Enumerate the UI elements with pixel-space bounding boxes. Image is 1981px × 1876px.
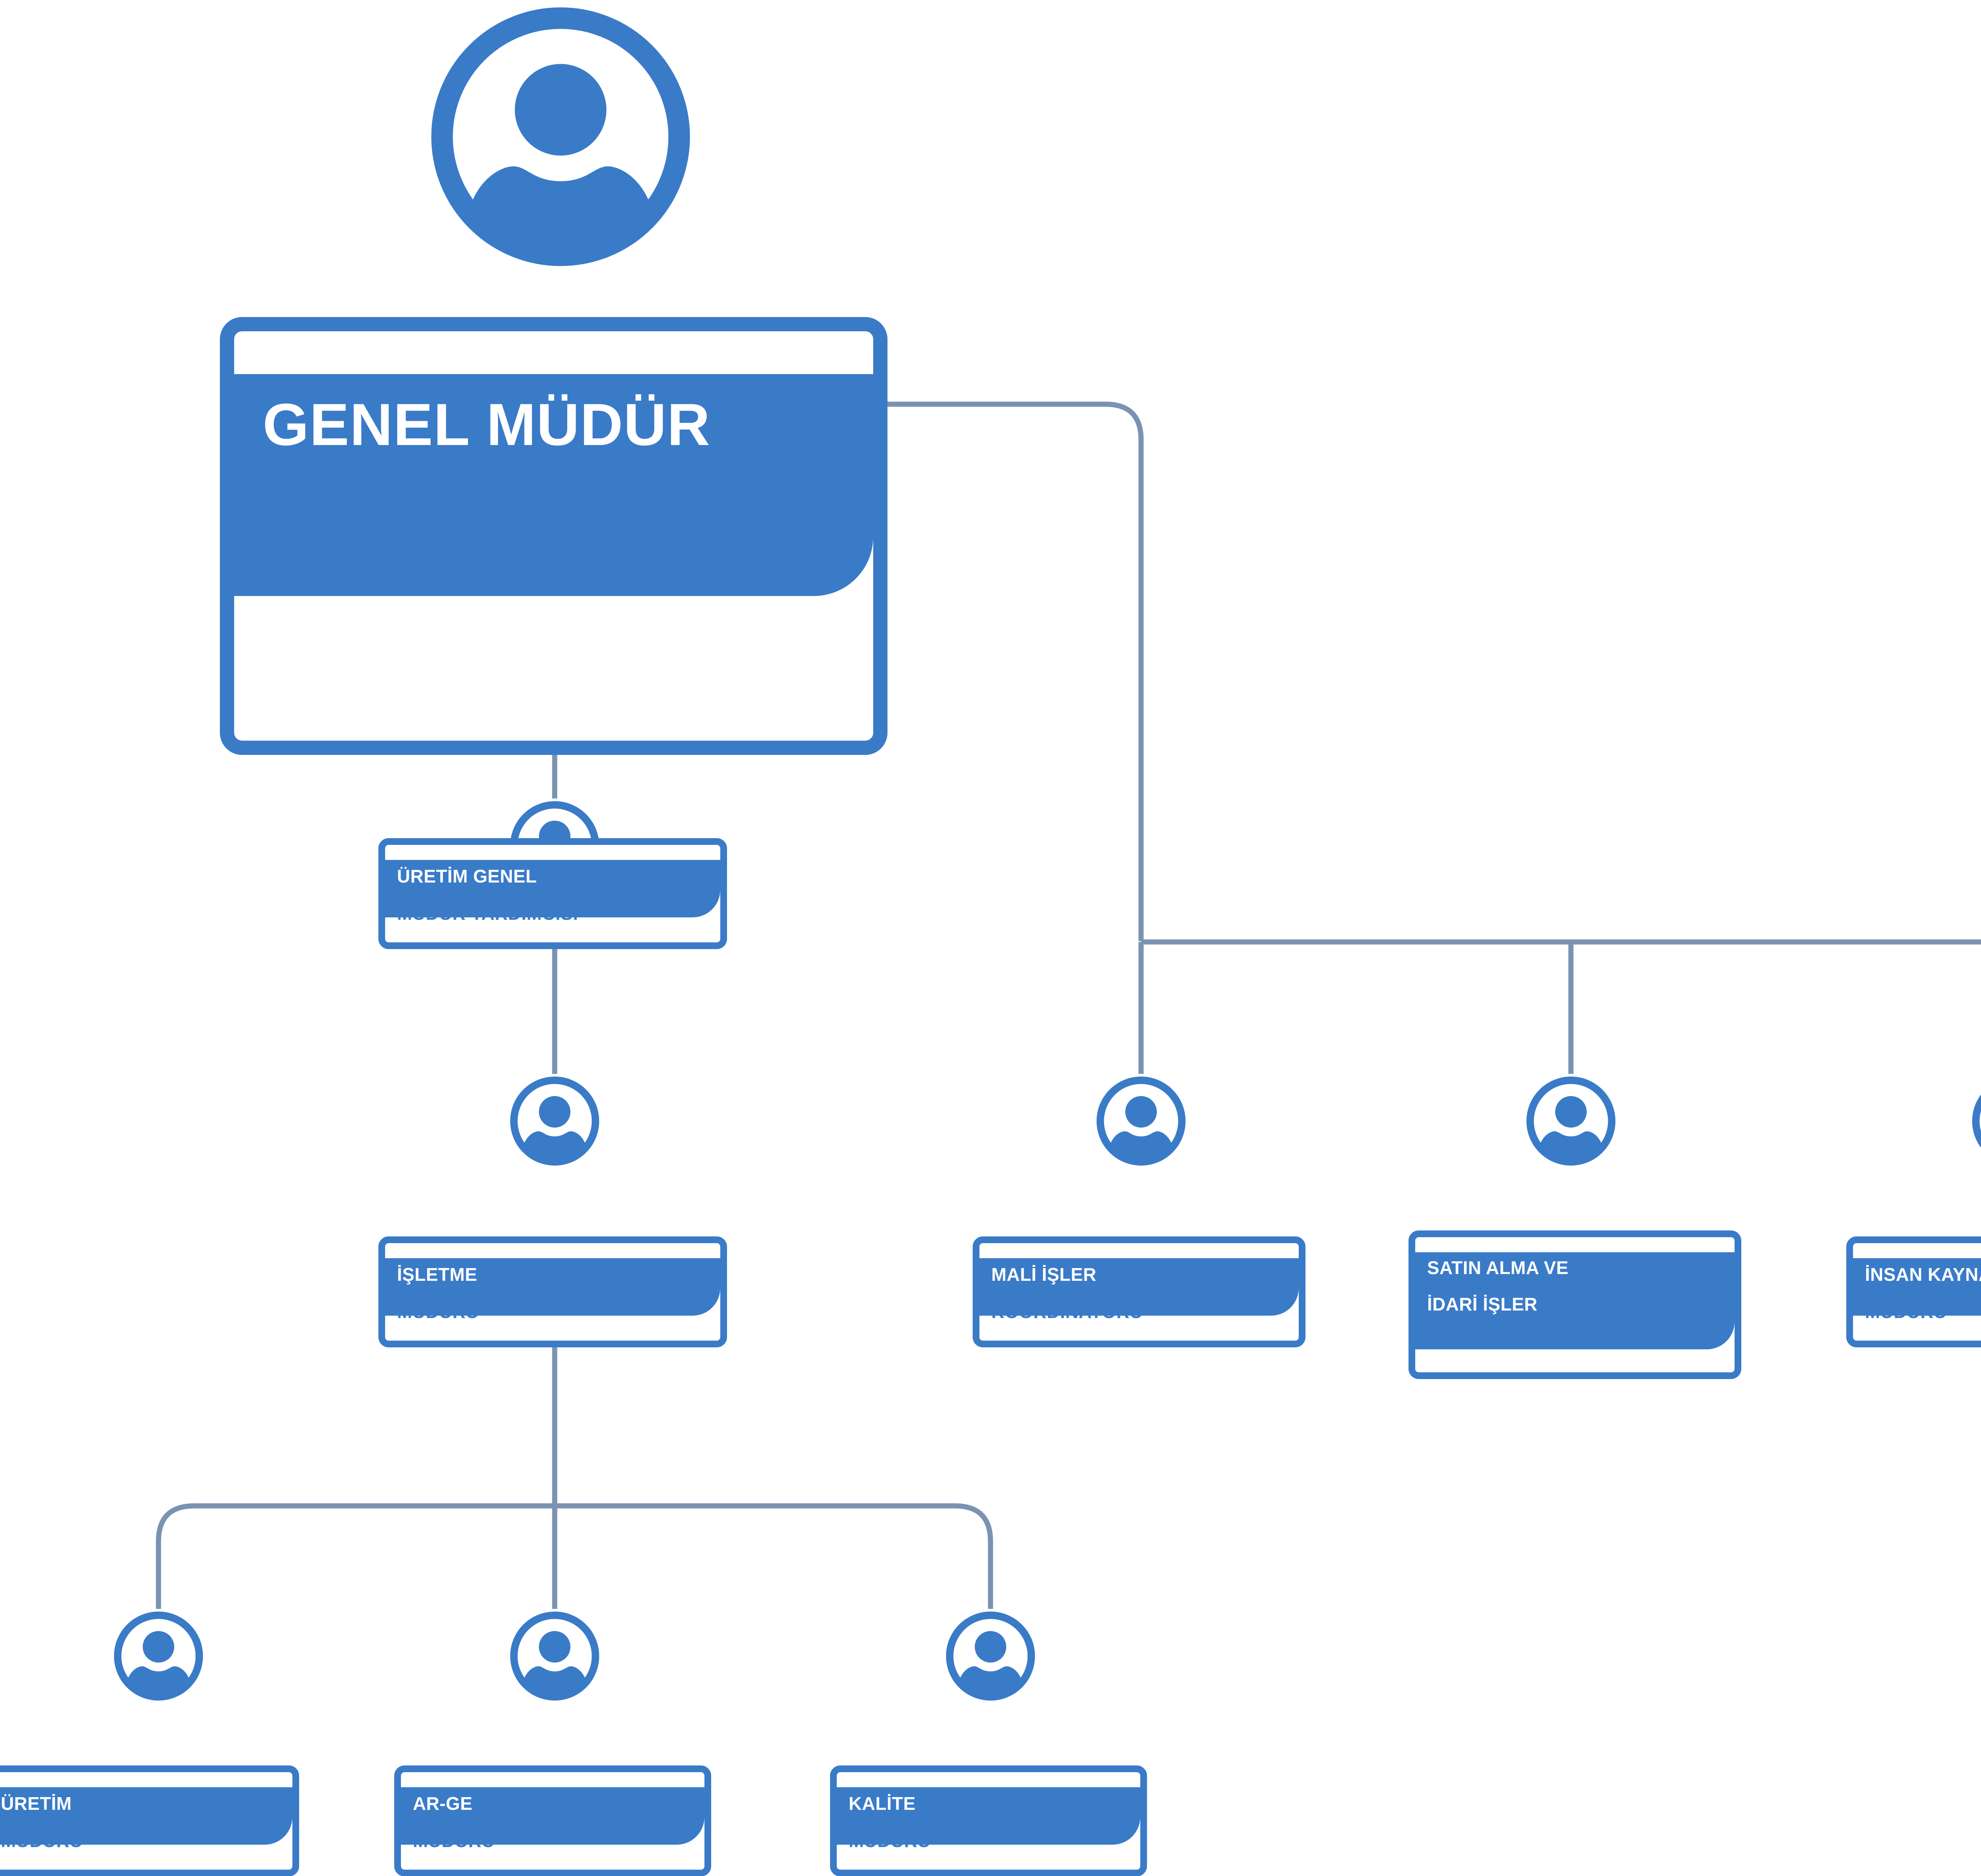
card-title-line-2: MÜDÜR YARDIMCISI bbox=[397, 903, 578, 924]
person-avatar-icon bbox=[114, 1611, 203, 1701]
card-uretim-genel-mudur-yardimcisi[interactable]: ÜRETİM GENEL MÜDÜR YARDIMCISI bbox=[378, 838, 727, 949]
card-banner bbox=[1853, 1258, 1981, 1316]
card-banner bbox=[234, 374, 873, 596]
card-title-line-1: AR-GE bbox=[413, 1793, 473, 1814]
card-banner bbox=[837, 1787, 1140, 1845]
card-banner bbox=[385, 860, 720, 917]
person-avatar-icon bbox=[1526, 1076, 1616, 1166]
card-title-line-2: MÜDÜRÜ bbox=[849, 1830, 931, 1851]
card-banner bbox=[1415, 1252, 1735, 1349]
person-avatar-icon bbox=[510, 1076, 599, 1166]
card-title-line-2: MÜDÜRÜ bbox=[397, 1301, 479, 1322]
card-title-line-1: SATIN ALMA VE bbox=[1427, 1257, 1569, 1278]
person-avatar-icon bbox=[1096, 1076, 1186, 1166]
card-isletme-muduru[interactable]: İŞLETME MÜDÜRÜ bbox=[378, 1236, 727, 1347]
person-avatar-icon bbox=[1972, 1094, 1981, 1148]
link-bus-horizontal bbox=[1141, 939, 1981, 945]
card-title-line-1: İŞLETME bbox=[397, 1264, 477, 1285]
card-banner bbox=[979, 1258, 1299, 1316]
card-title-line-2: MÜDÜRÜ bbox=[413, 1830, 495, 1851]
card-satin-alma-ve-idari-isler-direktoru[interactable]: SATIN ALMA VE İDARİ İŞLER DİREKTÖRÜ bbox=[1408, 1230, 1741, 1379]
card-banner bbox=[0, 1787, 292, 1845]
card-title-line-1: ÜRETİM bbox=[1, 1793, 72, 1814]
card-title-line-1: MALİ İŞLER bbox=[991, 1264, 1097, 1285]
card-title-line-1: İNSAN KAYNAKLARI bbox=[1865, 1264, 1981, 1285]
card-title-line-1: KALİTE bbox=[849, 1793, 916, 1814]
card-uretim-muduru[interactable]: ÜRETİM MÜDÜRÜ bbox=[0, 1765, 299, 1876]
card-mali-isler-koordinatoru[interactable]: MALİ İŞLER KOORDİNATÖRÜ bbox=[973, 1236, 1305, 1347]
card-title-line-2: KOORDİNATÖRÜ bbox=[991, 1301, 1143, 1322]
person-avatar-icon bbox=[431, 7, 690, 266]
card-banner bbox=[385, 1258, 720, 1316]
person-avatar-icon bbox=[510, 1611, 599, 1701]
card-title-line-2: İDARİ İŞLER bbox=[1427, 1294, 1538, 1314]
card-kalite-muduru[interactable]: KALİTE MÜDÜRÜ bbox=[830, 1765, 1147, 1876]
card-genel-mudur[interactable]: GENEL MÜDÜR bbox=[220, 317, 887, 755]
card-ar-ge-muduru[interactable]: AR-GE MÜDÜRÜ bbox=[394, 1765, 711, 1876]
card-title-line-1: ÜRETİM GENEL bbox=[397, 866, 537, 886]
card-banner bbox=[401, 1787, 704, 1845]
link-isletme-bus-bracket bbox=[156, 1503, 993, 1609]
link-root-to-bus bbox=[887, 401, 1144, 941]
card-title-line-3: DİREKTÖRÜ bbox=[1427, 1331, 1537, 1352]
card-title-line-1: GENEL MÜDÜR bbox=[263, 391, 711, 458]
card-insan-kaynaklari-muduru[interactable]: İNSAN KAYNAKLARI MÜDÜRÜ bbox=[1846, 1236, 1981, 1347]
card-title-line-2: MÜDÜRÜ bbox=[1865, 1301, 1947, 1322]
card-title-line-2: MÜDÜRÜ bbox=[1, 1830, 83, 1851]
person-avatar-icon bbox=[946, 1611, 1035, 1701]
